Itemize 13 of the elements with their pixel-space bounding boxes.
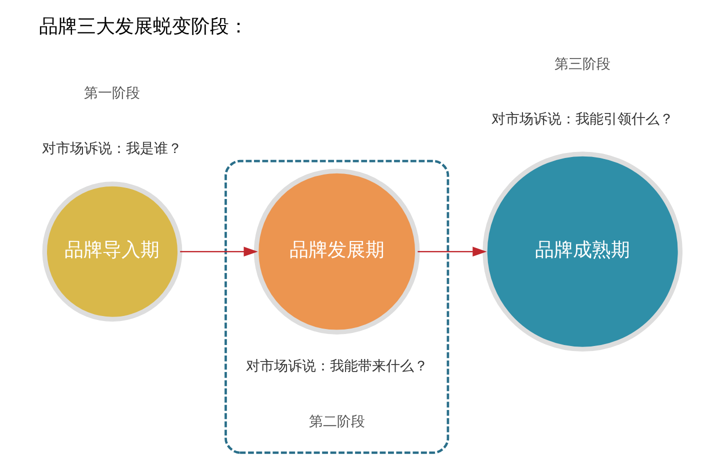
diagram-title: 品牌三大发展蜕变阶段： <box>38 16 248 38</box>
node-circle: 品牌发展期 <box>253 168 420 334</box>
node-circle: 品牌导入期 <box>42 182 182 322</box>
node-label: 第一阶段 <box>84 86 140 102</box>
arrow <box>417 246 486 257</box>
cluster <box>224 160 449 454</box>
node-circle: 品牌成熟期 <box>482 152 682 352</box>
node-label: 对市场诉说：我是谁？ <box>42 140 182 157</box>
node-label: 对市场诉说：我能带来什么？ <box>245 358 428 374</box>
node-label: 第二阶段 <box>308 414 364 430</box>
node-label: 第三阶段 <box>554 56 610 72</box>
arrow <box>180 246 258 257</box>
node-label: 对市场诉说：我能引领什么？ <box>491 112 674 128</box>
